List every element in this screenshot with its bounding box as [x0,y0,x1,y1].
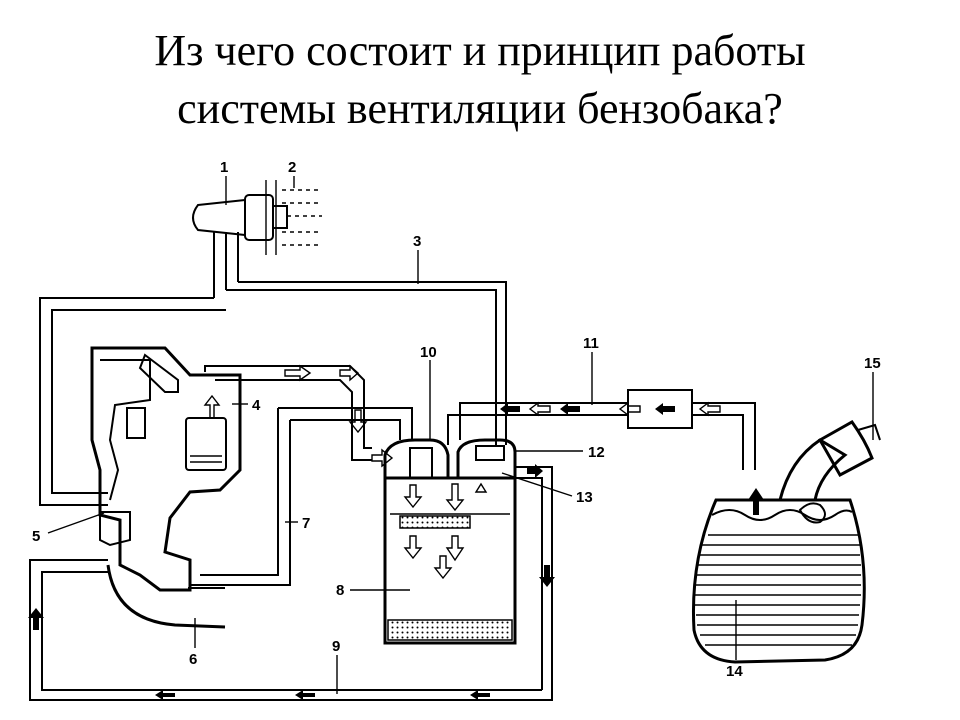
title-line-1: Из чего состоит и принцип работы [154,26,806,75]
label-5: 5 [32,528,40,545]
label-1: 1 [220,159,228,176]
label-14: 14 [726,663,743,680]
fuel-level-lines [695,534,861,646]
pipe-11 [447,389,756,470]
label-12: 12 [588,444,605,461]
pipe-left-outer [39,297,226,506]
label-3: 3 [413,233,421,250]
canister-8 [383,438,517,645]
label-13: 13 [576,489,593,506]
pipe-3 [226,281,507,445]
fuel-tank-14 [692,420,881,664]
pipe-9 [28,559,553,701]
arrow-up-4 [203,394,221,419]
component-2-dashed-lines [282,189,322,246]
label-2: 2 [288,159,296,176]
label-11: 11 [583,335,599,352]
label-4: 4 [252,397,261,414]
pipe-4 [204,364,394,468]
label-7: 7 [302,515,310,532]
label-15: 15 [864,355,881,372]
label-8: 8 [336,582,344,599]
leader-lines [47,176,874,694]
label-6: 6 [189,651,197,668]
pipe-canister-return [515,464,555,690]
number-labels: 1 2 3 4 5 6 7 8 9 10 11 12 13 14 15 [32,159,881,680]
pipe-7 [190,407,413,586]
filler-cap-15 [817,420,881,478]
title-line-2: системы вентиляции бензобака? [177,84,783,133]
component-1-valve [192,180,322,298]
label-9: 9 [332,638,340,655]
slide-title: Из чего состоит и принцип работы системы… [0,22,960,138]
label-10: 10 [420,344,437,361]
